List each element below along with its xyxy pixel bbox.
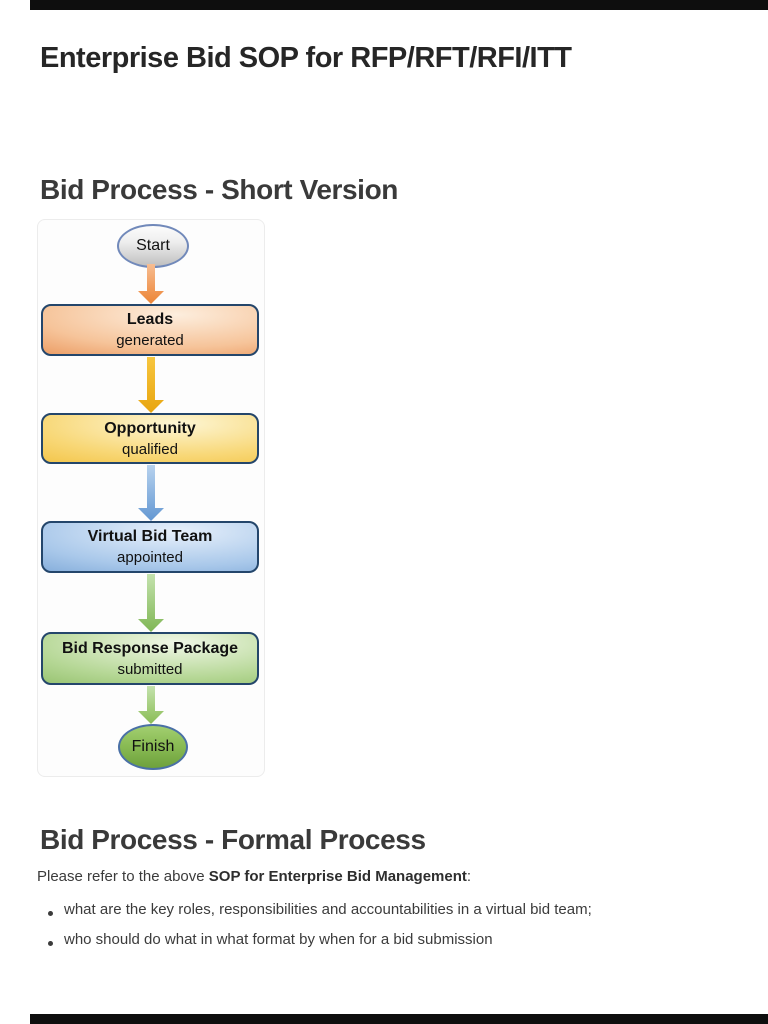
flow-node-bid-response-package: Bid Response Package submitted bbox=[41, 632, 259, 685]
bullet-text: who should do what in what format by whe… bbox=[64, 931, 493, 948]
flow-node-opportunity-subtitle: qualified bbox=[122, 440, 178, 458]
list-item: who should do what in what format by whe… bbox=[48, 931, 738, 948]
arrow-down-icon bbox=[138, 686, 164, 724]
heading-bid-process-short-version: Bid Process - Short Version bbox=[40, 174, 398, 205]
flow-node-virtual-bid-team: Virtual Bid Team appointed bbox=[41, 521, 259, 573]
arrow-down-icon bbox=[138, 574, 164, 632]
flow-node-leads-title: Leads bbox=[126, 311, 174, 328]
top-crop-bar bbox=[30, 0, 768, 10]
intro-prefix: Please refer to the above bbox=[37, 868, 209, 885]
heading-bid-process-formal-process: Bid Process - Formal Process bbox=[40, 824, 426, 855]
flow-node-start-label: Start bbox=[136, 237, 170, 254]
page-title: Enterprise Bid SOP for RFP/RFT/RFI/ITT bbox=[40, 42, 572, 74]
flow-node-opportunity: Opportunity qualified bbox=[41, 413, 259, 464]
list-item: what are the key roles, responsibilities… bbox=[48, 901, 738, 918]
intro-paragraph: Please refer to the above SOP for Enterp… bbox=[37, 868, 737, 885]
arrow-down-icon bbox=[138, 465, 164, 521]
bottom-crop-bar bbox=[30, 1014, 768, 1024]
flow-node-start: Start bbox=[117, 224, 189, 268]
intro-bold-reference: SOP for Enterprise Bid Management bbox=[208, 868, 467, 885]
flow-node-virtual-bid-team-title: Virtual Bid Team bbox=[87, 528, 213, 545]
flow-node-bid-response-package-title: Bid Response Package bbox=[61, 639, 239, 657]
bullet-text: what are the key roles, responsibilities… bbox=[64, 901, 592, 918]
flow-node-finish: Finish bbox=[118, 724, 188, 770]
arrow-down-icon bbox=[138, 264, 164, 304]
flow-node-virtual-bid-team-subtitle: appointed bbox=[117, 549, 183, 566]
flow-node-leads: Leads generated bbox=[41, 304, 259, 356]
arrow-down-icon bbox=[138, 357, 164, 413]
flow-node-leads-subtitle: generated bbox=[116, 332, 184, 349]
flow-node-opportunity-title: Opportunity bbox=[104, 419, 196, 437]
bullet-dot bbox=[48, 941, 53, 946]
flowchart-panel: Start Leads generated Opportunity qualif… bbox=[37, 219, 265, 777]
bullet-dot bbox=[48, 911, 53, 916]
flow-node-bid-response-package-subtitle: submitted bbox=[117, 660, 183, 678]
flow-node-finish-label: Finish bbox=[131, 738, 175, 755]
intro-suffix: : bbox=[466, 868, 472, 885]
